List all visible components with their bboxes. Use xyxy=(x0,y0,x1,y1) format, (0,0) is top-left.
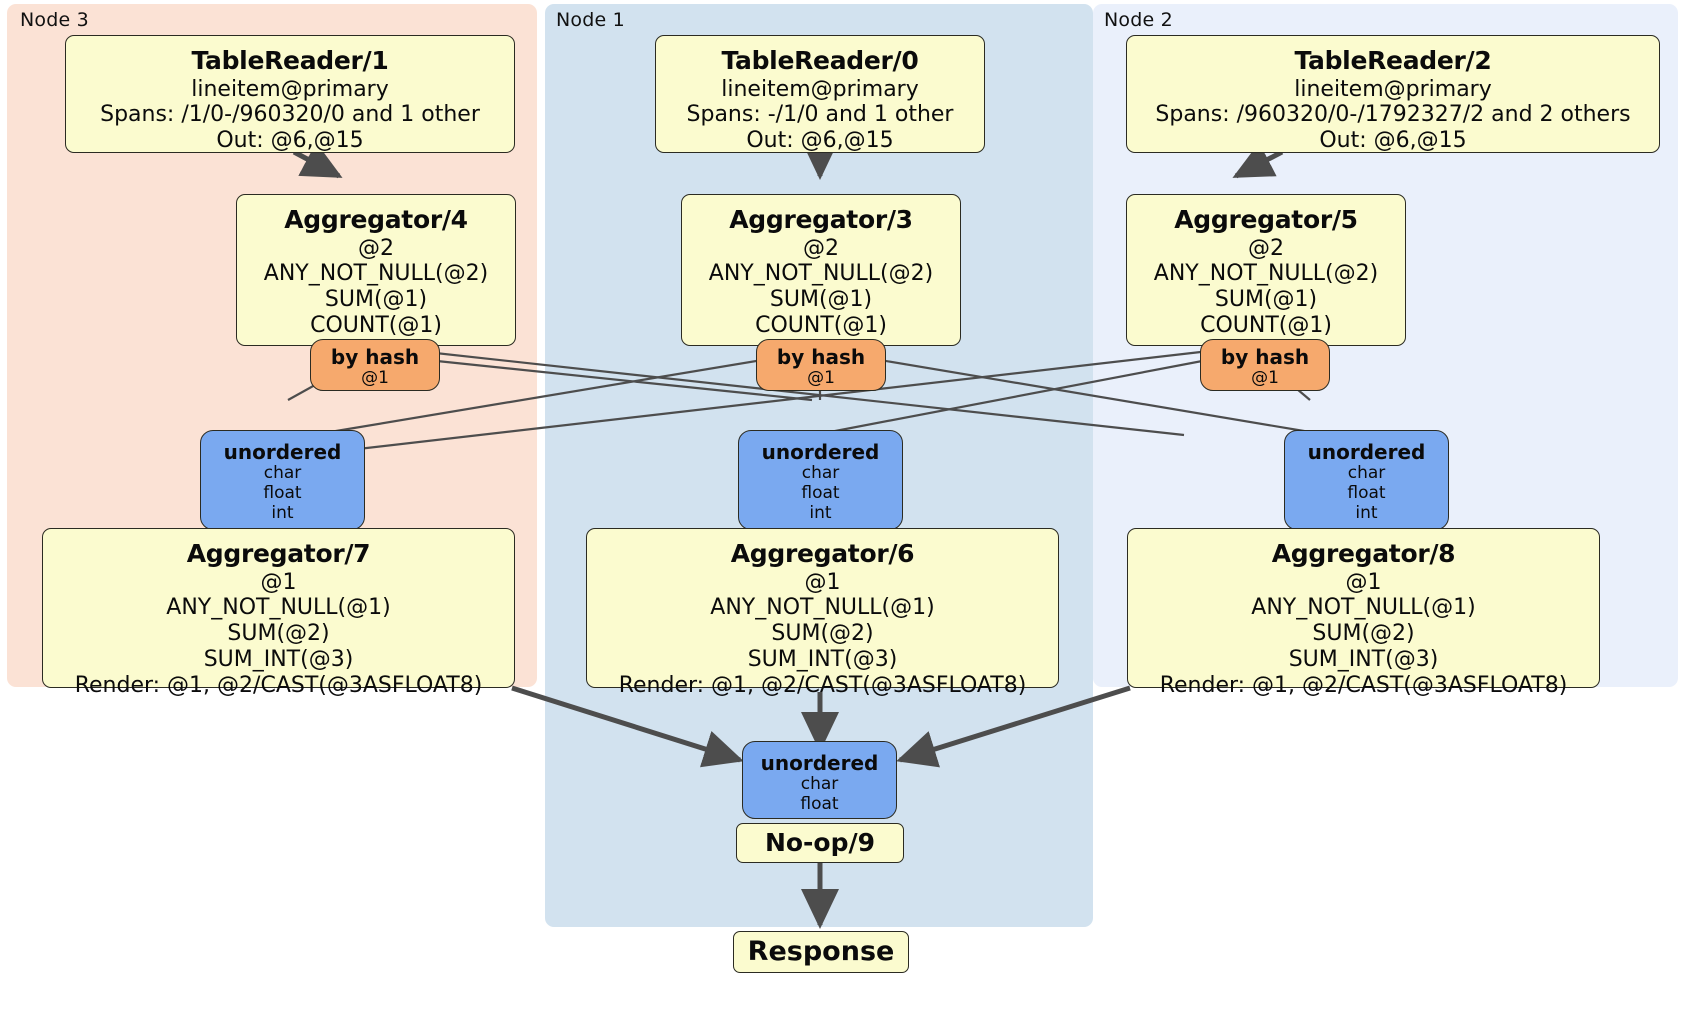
router-by-hash-3[interactable]: by hash @1 xyxy=(756,339,886,391)
node-panel-label-node3: Node 3 xyxy=(20,9,89,31)
processor-line: SUM(@1) xyxy=(1214,287,1318,313)
processor-line: SUM(@2) xyxy=(227,621,330,647)
processor-line: Render: @1, @2/CAST(@3ASFLOAT8) xyxy=(1159,673,1568,699)
processor-line: ANY_NOT_NULL(@2) xyxy=(1153,261,1379,287)
router-line: float xyxy=(1347,482,1386,503)
router-line: char xyxy=(263,463,302,484)
processor-line: Render: @1, @2/CAST(@3ASFLOAT8) xyxy=(618,673,1027,699)
router-title: unordered xyxy=(1307,440,1426,464)
processor-line: @1 xyxy=(260,569,297,595)
processor-noop-9[interactable]: No-op/9 xyxy=(736,823,904,863)
processor-line: SUM(@2) xyxy=(1312,621,1415,647)
processor-title: TableReader/0 xyxy=(721,46,919,75)
processor-title: Aggregator/6 xyxy=(730,539,915,568)
processor-line: ANY_NOT_NULL(@2) xyxy=(708,261,934,287)
processor-line: Out: @6,@15 xyxy=(1319,128,1467,154)
processor-title: Aggregator/3 xyxy=(729,205,913,234)
processor-title: Aggregator/5 xyxy=(1174,205,1358,234)
processor-line: lineitem@primary xyxy=(1294,76,1492,102)
processor-line: COUNT(@1) xyxy=(1200,313,1332,339)
processor-line: @2 xyxy=(1248,235,1284,261)
router-by-hash-5[interactable]: by hash @1 xyxy=(1200,339,1330,391)
processor-title: TableReader/1 xyxy=(191,46,389,75)
processor-line: lineitem@primary xyxy=(721,76,919,102)
processor-title: Aggregator/7 xyxy=(186,539,371,568)
processor-table-reader-1[interactable]: TableReader/1 lineitem@primary Spans: /1… xyxy=(65,35,515,153)
processor-line: COUNT(@1) xyxy=(310,313,442,339)
processor-title: TableReader/2 xyxy=(1294,46,1492,75)
processor-line: SUM_INT(@3) xyxy=(1288,647,1439,673)
node-panel-label-node1: Node 1 xyxy=(556,9,625,31)
processor-line: Render: @1, @2/CAST(@3ASFLOAT8) xyxy=(74,673,483,699)
router-line: float xyxy=(800,793,839,814)
processor-aggregator-7[interactable]: Aggregator/7 @1 ANY_NOT_NULL(@1) SUM(@2)… xyxy=(42,528,515,698)
processor-line: @1 xyxy=(804,569,841,595)
processor-line: ANY_NOT_NULL(@1) xyxy=(710,595,935,621)
router-line: float xyxy=(801,482,840,503)
router-line: char xyxy=(800,774,839,795)
router-title: unordered xyxy=(760,751,879,775)
processor-aggregator-5[interactable]: Aggregator/5 @2 ANY_NOT_NULL(@2) SUM(@1)… xyxy=(1126,194,1406,346)
processor-table-reader-2[interactable]: TableReader/2 lineitem@primary Spans: /9… xyxy=(1126,35,1660,153)
router-line: float xyxy=(263,482,302,503)
router-title: by hash xyxy=(330,345,420,369)
router-line: char xyxy=(801,463,840,484)
node-panel-label-node2: Node 2 xyxy=(1104,9,1173,31)
router-line: int xyxy=(1355,502,1378,523)
processor-line: Spans: -/1/0 and 1 other xyxy=(686,102,954,128)
processor-line: Out: @6,@15 xyxy=(746,128,894,154)
router-by-hash-4[interactable]: by hash @1 xyxy=(310,339,440,391)
processor-title: Aggregator/8 xyxy=(1271,539,1456,568)
router-line: char xyxy=(1347,463,1386,484)
router-line: int xyxy=(271,502,294,523)
router-unordered-final[interactable]: unordered char float xyxy=(742,741,897,819)
router-unordered-6[interactable]: unordered char float int xyxy=(738,430,903,530)
processor-line: SUM(@1) xyxy=(769,287,873,313)
processor-line: ANY_NOT_NULL(@1) xyxy=(1251,595,1476,621)
processor-aggregator-4[interactable]: Aggregator/4 @2 ANY_NOT_NULL(@2) SUM(@1)… xyxy=(236,194,516,346)
processor-line: ANY_NOT_NULL(@2) xyxy=(263,261,489,287)
processor-table-reader-0[interactable]: TableReader/0 lineitem@primary Spans: -/… xyxy=(655,35,985,153)
processor-line: @1 xyxy=(1345,569,1382,595)
processor-line: SUM(@2) xyxy=(771,621,874,647)
processor-aggregator-3[interactable]: Aggregator/3 @2 ANY_NOT_NULL(@2) SUM(@1)… xyxy=(681,194,961,346)
processor-aggregator-6[interactable]: Aggregator/6 @1 ANY_NOT_NULL(@1) SUM(@2)… xyxy=(586,528,1059,698)
router-title: by hash xyxy=(776,345,866,369)
router-line: @1 xyxy=(1251,368,1279,389)
processor-line: SUM(@1) xyxy=(324,287,428,313)
router-title: unordered xyxy=(761,440,880,464)
processor-line: lineitem@primary xyxy=(191,76,389,102)
processor-title: Aggregator/4 xyxy=(284,205,468,234)
processor-line: Out: @6,@15 xyxy=(216,128,364,154)
router-unordered-7[interactable]: unordered char float int xyxy=(200,430,365,530)
router-title: by hash xyxy=(1220,345,1310,369)
processor-response[interactable]: Response xyxy=(733,931,909,973)
processor-line: COUNT(@1) xyxy=(755,313,887,339)
router-title: unordered xyxy=(223,440,342,464)
processor-line: Spans: /960320/0-/1792327/2 and 2 others xyxy=(1155,102,1631,128)
processor-aggregator-8[interactable]: Aggregator/8 @1 ANY_NOT_NULL(@1) SUM(@2)… xyxy=(1127,528,1600,698)
processor-line: SUM_INT(@3) xyxy=(203,647,354,673)
processor-line: SUM_INT(@3) xyxy=(747,647,898,673)
router-unordered-8[interactable]: unordered char float int xyxy=(1284,430,1449,530)
processor-line: @2 xyxy=(358,235,394,261)
processor-line: @2 xyxy=(803,235,839,261)
router-line: @1 xyxy=(807,368,835,389)
router-line: int xyxy=(809,502,832,523)
processor-line: ANY_NOT_NULL(@1) xyxy=(166,595,391,621)
processor-line: Spans: /1/0-/960320/0 and 1 other xyxy=(100,102,480,128)
router-line: @1 xyxy=(361,368,389,389)
